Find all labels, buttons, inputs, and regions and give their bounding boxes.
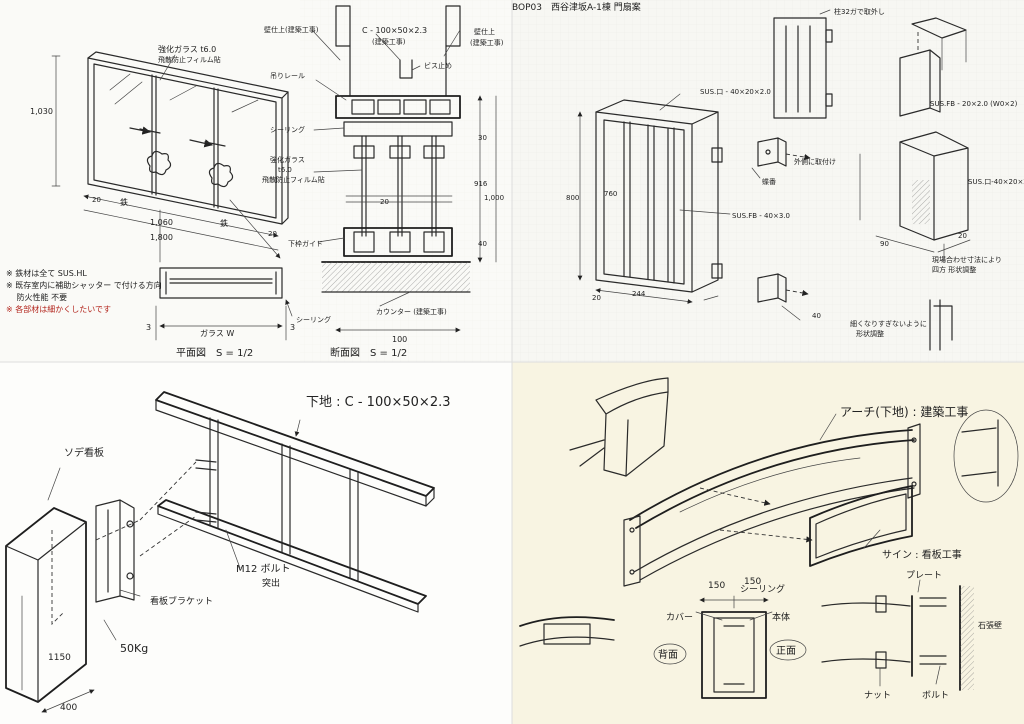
arch-wall-label: 石張壁 bbox=[978, 620, 1002, 630]
gate-fb-label: SUS.FB - 20×2.0 (W0×2) bbox=[930, 100, 1018, 108]
gate-hinge-note: 外側に取付け bbox=[794, 157, 836, 166]
iron-right-label: 鉄 bbox=[220, 218, 228, 228]
gate-box-label: SUS.口-40×20×2.0 bbox=[968, 178, 1024, 186]
arch-dim-150-b: 150 bbox=[744, 577, 761, 587]
section-counter-label: カウンター (建築工事) bbox=[376, 307, 447, 316]
gate-dim-800: 800 bbox=[566, 194, 579, 202]
section-dim-1000: 1,000 bbox=[484, 194, 504, 202]
dim-width-1: 1,060 bbox=[150, 218, 173, 227]
section-dim-30: 30 bbox=[478, 134, 487, 142]
gate-sus-top-label: SUS.口 - 40×20×2.0 bbox=[700, 88, 771, 96]
plan-caption: 平面図 S = 1/2 bbox=[176, 347, 253, 359]
section-dim-916: 916 bbox=[474, 180, 488, 188]
bracket-drawing bbox=[5, 391, 435, 713]
section-sealing-label: シーリング bbox=[270, 125, 305, 134]
arch-cover-label: カバー bbox=[666, 612, 693, 623]
dim-height: 1,030 bbox=[30, 107, 53, 116]
section-dim-20: 20 bbox=[380, 198, 389, 206]
plan-sealing-label: シーリング bbox=[296, 315, 331, 324]
section-dim-100: 100 bbox=[392, 335, 407, 344]
section-channel-label: C - 100×50×2.3 bbox=[362, 26, 427, 35]
gate-dim-20: 20 bbox=[592, 294, 601, 302]
section-wall-right-sub: (建築工事) bbox=[470, 38, 504, 47]
plan-dim-3-right: 3 bbox=[290, 323, 295, 332]
arch-dim-150-a: 150 bbox=[708, 581, 725, 591]
plan-dim-3-left: 3 bbox=[146, 323, 151, 332]
bracket-substrate-label: 下地 : C - 100×50×2.3 bbox=[306, 395, 451, 410]
section-glass-label: 強化ガラス bbox=[270, 155, 305, 164]
arch-sealing-label: シーリング bbox=[740, 583, 785, 595]
arch-body-label: 本体 bbox=[772, 611, 790, 623]
dim-width-2: 1,800 bbox=[150, 233, 173, 242]
gate-dim-40: 40 bbox=[812, 312, 821, 320]
arch-bolt-label: ボルト bbox=[922, 690, 949, 701]
section-screw-label: ビス止め bbox=[424, 61, 452, 70]
notes-block: ※ 鉄材は全て SUS.HL ※ 既存室内に補助シャッター で付ける方向 防火性… bbox=[6, 268, 162, 314]
bracket-bracket-label: 看板ブラケット bbox=[150, 595, 213, 607]
plan-glass-label: ガラス W bbox=[200, 328, 234, 338]
grid-top-left bbox=[300, 0, 512, 362]
gate-dim-20b: 20 bbox=[958, 232, 967, 240]
section-drawing bbox=[311, 5, 497, 333]
sheet-title: BOP03 西谷津坂A-1棟 門扇案 bbox=[512, 1, 641, 13]
section-wall-right-label: 壁仕上 bbox=[474, 27, 495, 36]
arch-plate-label: プレート bbox=[906, 570, 942, 581]
section-glass-thickness: t6.0 bbox=[278, 166, 292, 174]
section-rail-label: 吊りレール bbox=[270, 72, 305, 80]
glass-label: 強化ガラス t6.0 bbox=[158, 44, 216, 54]
dim-20-left: 20 bbox=[92, 196, 101, 204]
section-caption: 断面図 S = 1/2 bbox=[330, 346, 407, 359]
arch-front-label: 正面 bbox=[776, 646, 796, 657]
dim-20-right: 20 bbox=[268, 230, 277, 238]
iron-left-label: 鉄 bbox=[120, 197, 128, 207]
bracket-bolt-label: M12 ボルト bbox=[236, 563, 291, 575]
gate-hinge-label: 蝶番 bbox=[762, 177, 776, 186]
arch-sign-label: サイン : 看板工事 bbox=[882, 548, 962, 561]
arch-arch-label: アーチ(下地) : 建築工事 bbox=[840, 404, 968, 419]
bracket-bolt-sub: 突出 bbox=[262, 577, 280, 589]
elevation-drawing bbox=[51, 51, 289, 263]
gate-small-sub: 形状調整 bbox=[856, 329, 884, 338]
gate-remove-label: 柱32ガで取外し bbox=[834, 7, 885, 16]
note-4: ※ 各部材は細かくしたいです bbox=[6, 304, 111, 314]
arch-front-circle bbox=[769, 639, 807, 661]
gate-small-label: 細くなりすぎないように bbox=[850, 319, 927, 328]
section-wall-left-label: 壁仕上(建築工事) bbox=[264, 25, 319, 34]
bracket-dim-400: 400 bbox=[60, 703, 77, 713]
note-3: 防火性能 不要 bbox=[6, 292, 67, 302]
gate-drawing bbox=[577, 9, 971, 351]
gate-adjust-label: 現場合わせ寸法により bbox=[932, 255, 1002, 264]
section-guide-label: 下枠ガイド bbox=[288, 239, 323, 248]
section-glass-film: 飛散防止フィルム貼 bbox=[262, 175, 325, 184]
bracket-dim-1150: 1150 bbox=[48, 653, 71, 663]
section-channel-sub: (建築工事) bbox=[372, 37, 406, 46]
gate-adjust-sub: 四方 形状調整 bbox=[932, 265, 976, 274]
gate-dim-760: 760 bbox=[604, 190, 617, 198]
note-2: ※ 既存室内に補助シャッター で付ける方向 bbox=[6, 280, 162, 290]
note-1: ※ 鉄材は全て SUS.HL bbox=[6, 268, 87, 278]
bracket-weight-label: 50Kg bbox=[120, 642, 148, 655]
arch-nut-label: ナット bbox=[864, 690, 891, 701]
arch-drawing bbox=[519, 377, 1019, 699]
gate-dim-244: 244 bbox=[632, 290, 646, 298]
arch-back-circle bbox=[653, 643, 687, 665]
gate-fin-label: SUS.FB - 40×3.0 bbox=[732, 212, 790, 220]
plan-drawing bbox=[155, 267, 293, 341]
section-dim-40: 40 bbox=[478, 240, 487, 248]
gate-dim-90: 90 bbox=[880, 240, 889, 248]
bracket-sign-label: ソデ看板 bbox=[64, 446, 104, 459]
glass-sub-label: 飛散防止フィルム貼 bbox=[158, 55, 221, 64]
arch-back-label: 背面 bbox=[658, 648, 678, 661]
